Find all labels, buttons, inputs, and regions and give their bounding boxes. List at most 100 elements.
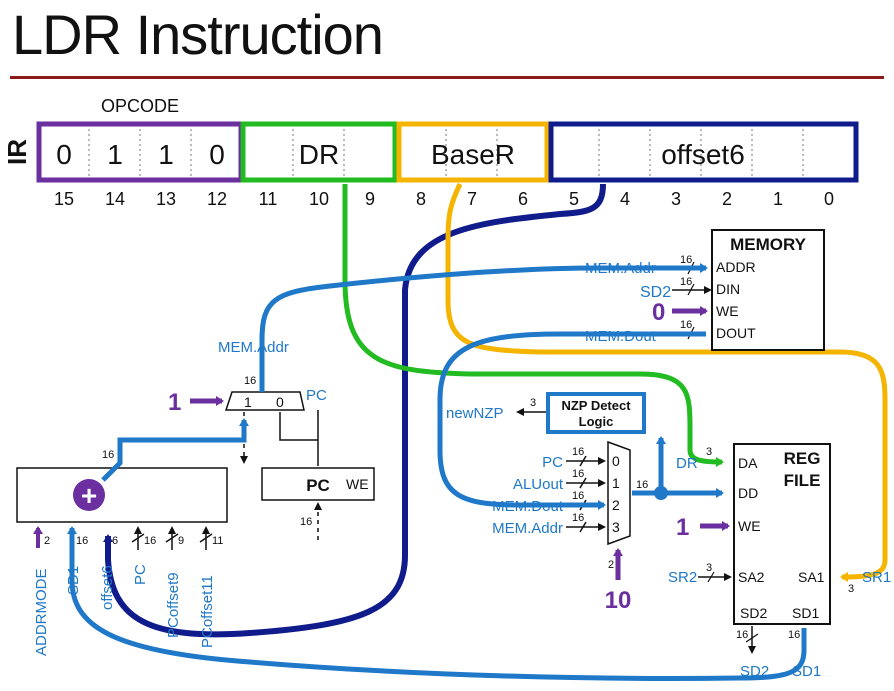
memory-we-value: 0 (652, 299, 665, 326)
width-16: 16 (736, 629, 748, 641)
datamux-select-value: 10 (605, 587, 632, 614)
baser-wire (445, 182, 888, 582)
bit-number: 15 (54, 189, 74, 209)
width-3: 3 (530, 397, 536, 409)
title-rule (10, 76, 884, 79)
memory-port-dout: DOUT (716, 325, 756, 341)
register-file-block (733, 443, 831, 625)
width-3: 3 (706, 562, 712, 574)
addrmux-in0-label: 0 (276, 394, 284, 410)
regfile-port-we: WE (738, 518, 761, 534)
pc-register-label: PC (306, 476, 330, 495)
opcode-bit-14: 1 (107, 139, 123, 170)
mem-dout-bus (437, 331, 706, 510)
width-2: 2 (44, 535, 50, 547)
bit-number: 5 (569, 189, 579, 209)
adder-input-arrows (131, 526, 213, 550)
memory-title: MEMORY (730, 235, 807, 254)
address-mux (224, 391, 305, 411)
datamux-index-0: 0 (612, 453, 620, 469)
width-16: 16 (788, 629, 800, 641)
bit-number: 3 (671, 189, 681, 209)
adder-input-pcoffset9: PCoffset9 (165, 572, 182, 638)
dr-wire (342, 184, 724, 467)
width-16: 16 (144, 535, 156, 547)
width-16: 16 (244, 375, 256, 387)
ir-bit-numbers: 15 14 13 12 11 10 9 8 7 6 5 4 3 2 1 0 (54, 189, 834, 209)
addrmux-select-value: 1 (168, 389, 181, 416)
regfile-port-sd2: SD2 (740, 605, 767, 621)
din-signal-label: SD2 (640, 284, 671, 301)
ir-baser-field (396, 121, 550, 183)
width-16: 16 (636, 479, 648, 491)
ir-bit-dividers (88, 124, 804, 178)
adder-output-bus (101, 418, 249, 482)
datamux-input-pc: PC (542, 454, 563, 471)
opcode-bit-12: 0 (209, 139, 225, 170)
adder-input-pc: PC (132, 564, 149, 585)
memory-port-addr: ADDR (716, 259, 756, 275)
regfile-title-line2: FILE (784, 471, 821, 490)
width-3: 3 (706, 446, 712, 458)
mem-addr-bus (259, 263, 708, 392)
adder-input-addrmode: ADDRMODE (33, 568, 50, 656)
bit-number: 12 (207, 189, 227, 209)
page-title: LDR Instruction (12, 3, 384, 66)
regfile-we-value: 1 (676, 514, 689, 541)
regfile-sr1-label: SR1 (862, 569, 891, 586)
memory-port-din: DIN (716, 281, 740, 297)
adder-plus-sign: + (81, 480, 97, 511)
memory-block (711, 229, 825, 351)
regfile-port-sa1: SA1 (798, 569, 825, 585)
bit-number: 10 (309, 189, 329, 209)
width-16: 16 (76, 535, 88, 547)
opcode-bit-15: 0 (56, 139, 72, 170)
bit-number: 0 (824, 189, 834, 209)
regfile-port-dd: DD (738, 485, 758, 501)
dr-field-label: DR (299, 139, 339, 170)
sd1-feedback-bus (67, 526, 807, 681)
bit-number: 6 (518, 189, 528, 209)
adder-input-pcoffset11: PCoffset11 (199, 575, 216, 648)
data-mux (607, 440, 631, 546)
nzp-detect-block (546, 392, 646, 434)
nzp-line1: NZP Detect (561, 398, 631, 413)
addrmux-in1-label: 1 (244, 394, 252, 410)
opcode-label: OPCODE (101, 96, 179, 116)
width-16: 16 (680, 276, 692, 288)
width-16: 16 (572, 446, 584, 458)
regfile-sr2-label: SR2 (668, 569, 697, 586)
datamux-input-wires (566, 455, 606, 533)
width-2: 2 (608, 559, 614, 571)
bit-number: 11 (259, 189, 278, 209)
offset6-wire (103, 183, 606, 638)
datamux-index-1: 1 (612, 475, 620, 491)
baser-field-label: BaseR (431, 139, 515, 170)
regfile-port-sd1: SD1 (792, 605, 819, 621)
addrmux-out-label: MEM.Addr (218, 339, 289, 356)
ir-dr-field (240, 121, 398, 183)
bit-number: 2 (722, 189, 732, 209)
sr2-width-mark (707, 571, 715, 583)
nzp-line2: Logic (579, 414, 614, 429)
width-11: 11 (212, 535, 223, 547)
pc-feedback-wire (279, 410, 319, 466)
sd2-width-mark (745, 633, 759, 643)
width-16: 16 (300, 516, 312, 528)
width-16: 16 (572, 512, 584, 524)
width-16: 16 (572, 468, 584, 480)
bit-number: 4 (620, 189, 630, 209)
width-9: 9 (178, 535, 184, 547)
width-3: 3 (848, 583, 854, 595)
regfile-port-da: DA (738, 455, 758, 471)
width-6: 6 (112, 535, 118, 547)
pc-register (261, 467, 375, 501)
address-adder-block (16, 467, 228, 523)
bit-number: 9 (365, 189, 375, 209)
ir-label: IR (2, 139, 32, 165)
adder-input-offset6: offset6 (99, 565, 116, 610)
bit-number: 1 (773, 189, 783, 209)
bit-number: 13 (156, 189, 176, 209)
pc-we-label: WE (346, 476, 369, 492)
